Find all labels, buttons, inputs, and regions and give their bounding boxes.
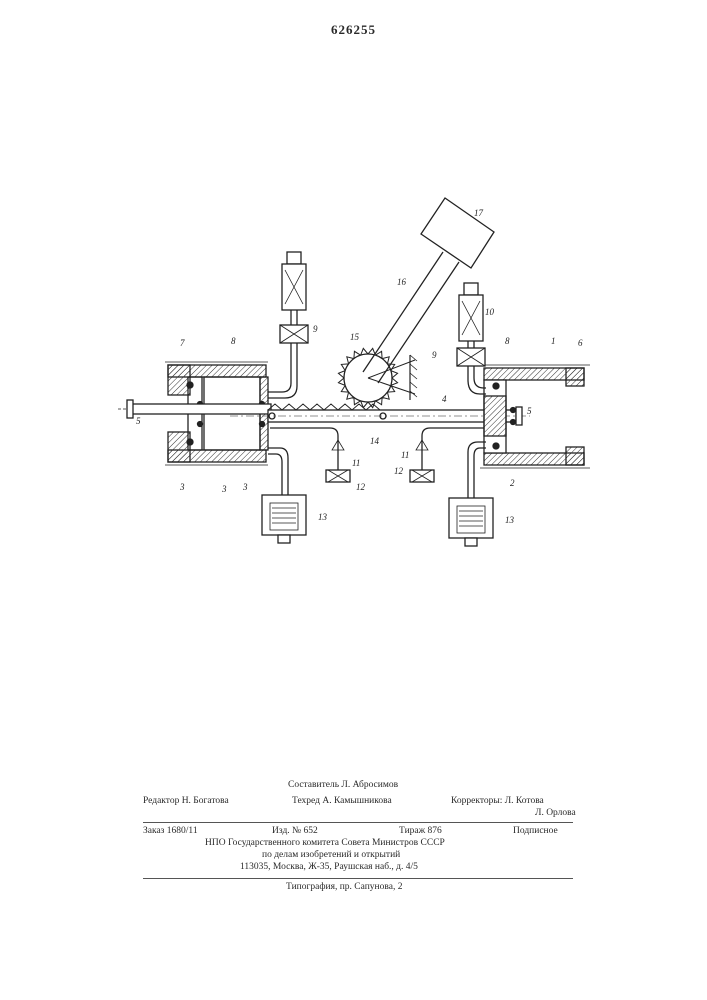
left-lower-pipeline	[262, 448, 306, 543]
left-upper-pipeline	[268, 252, 308, 398]
svg-text:9: 9	[432, 350, 437, 360]
svg-text:11: 11	[352, 458, 360, 468]
svg-text:13: 13	[505, 515, 515, 525]
svg-text:1: 1	[551, 336, 556, 346]
svg-text:5: 5	[527, 406, 532, 416]
svg-text:16: 16	[397, 277, 407, 287]
svg-text:12: 12	[394, 466, 404, 476]
svg-text:9: 9	[313, 324, 318, 334]
svg-text:15: 15	[350, 332, 360, 342]
svg-text:7: 7	[180, 338, 185, 348]
svg-text:11: 11	[401, 450, 409, 460]
svg-text:5: 5	[136, 416, 141, 426]
svg-text:8: 8	[505, 336, 510, 346]
svg-text:8: 8	[231, 336, 236, 346]
svg-text:3: 3	[221, 484, 227, 494]
left-rod	[118, 400, 271, 418]
center-valves	[270, 428, 500, 482]
right-cylinder	[480, 365, 590, 468]
svg-text:3: 3	[242, 482, 248, 492]
svg-text:2: 2	[510, 478, 515, 488]
right-upper-pipeline	[457, 283, 486, 394]
svg-text:14: 14	[370, 436, 380, 446]
svg-text:10: 10	[485, 307, 495, 317]
svg-text:17: 17	[474, 208, 484, 218]
svg-text:3: 3	[179, 482, 185, 492]
svg-text:13: 13	[318, 512, 328, 522]
svg-text:12: 12	[356, 482, 366, 492]
svg-text:6: 6	[578, 338, 583, 348]
gear-wheel	[338, 348, 417, 407]
svg-text:4: 4	[442, 394, 447, 404]
